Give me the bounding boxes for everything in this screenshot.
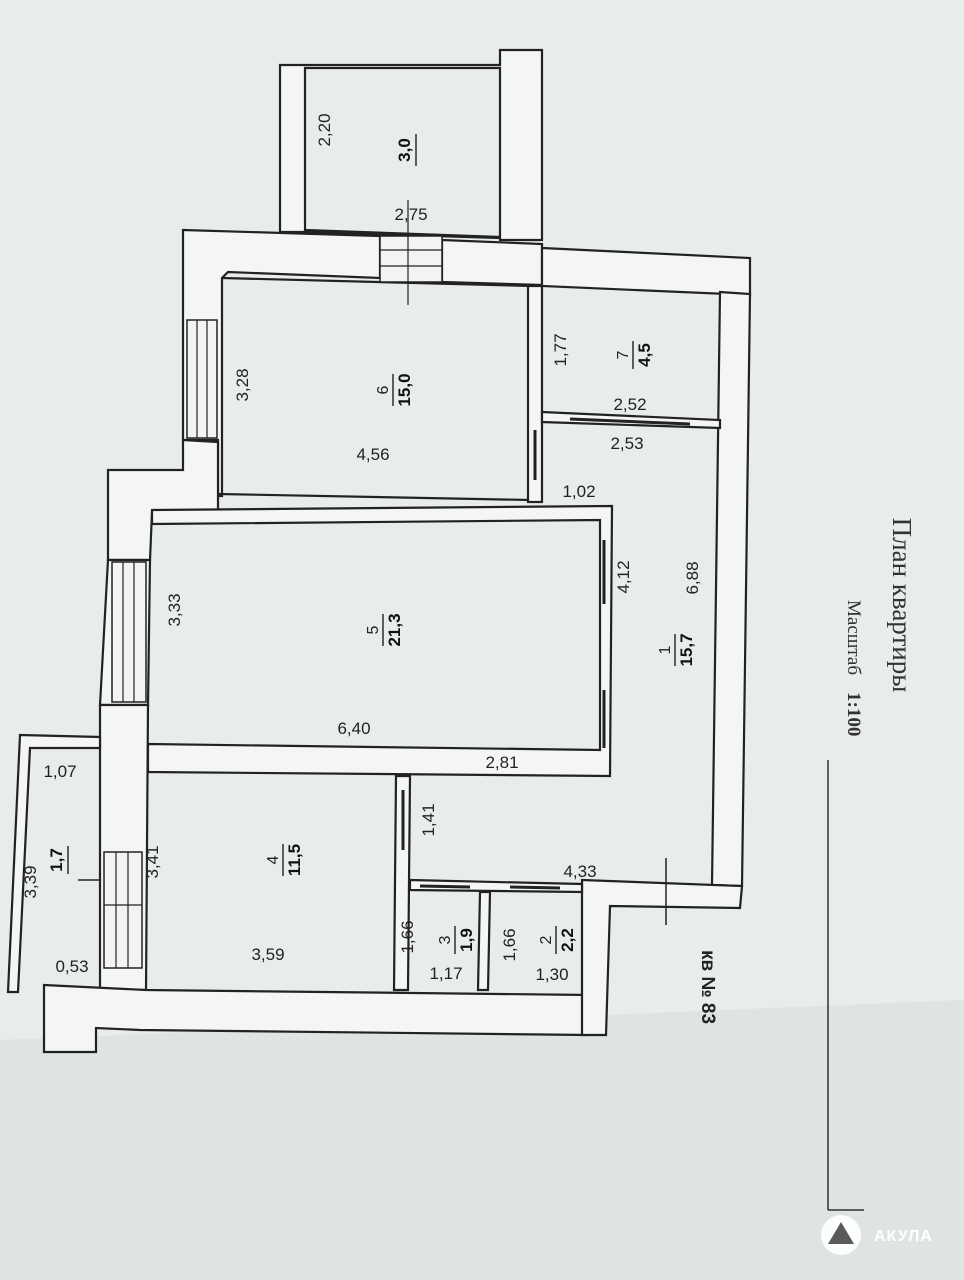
dim-3-33: 3,33 [165,593,184,626]
dim-1-17: 1,17 [429,964,462,983]
svg-text:1:100: 1:100 [843,692,864,736]
scale-label: Масштаб 1:100 [843,600,864,736]
dim-2-52: 2,52 [613,395,646,414]
dim-0-53: 0,53 [55,957,88,976]
svg-text:3: 3 [437,935,454,944]
dim-1-66-b: 1,66 [500,928,519,961]
window-room-6 [186,319,218,439]
watermark-akula: АКУЛА [821,1215,933,1255]
room-label-7: 7 4,5 [615,341,654,369]
dim-2-75: 2,75 [394,205,427,224]
svg-text:1: 1 [657,645,674,654]
svg-text:1,7: 1,7 [47,848,66,872]
svg-text:1,9: 1,9 [457,928,476,952]
window-room-4 [103,851,143,969]
svg-text:4: 4 [265,855,282,864]
dim-1-77: 1,77 [551,333,570,366]
room-label-3: 3 1,9 [437,926,476,954]
room-label-balcony-bottom: 1,7 [47,846,69,874]
svg-text:АКУЛА: АКУЛА [874,1228,933,1245]
svg-text:21,3: 21,3 [385,613,404,646]
dim-4-12: 4,12 [614,560,633,593]
dim-1-41: 1,41 [419,803,438,836]
dim-2-20: 2,20 [315,113,334,146]
svg-text:2,2: 2,2 [558,928,577,952]
room-label-balcony-top: 3,0 [395,134,417,166]
svg-text:11,5: 11,5 [285,844,304,876]
dim-1-30: 1,30 [535,965,568,984]
svg-text:5: 5 [365,625,382,634]
room-label-2: 2 2,2 [538,926,577,954]
dim-2-53: 2,53 [610,434,643,453]
svg-text:Масштаб: Масштаб [843,600,864,675]
dim-3-41: 3,41 [143,845,162,878]
window-room-5 [111,561,147,703]
svg-text:3,0: 3,0 [395,138,414,162]
dim-6-40: 6,40 [337,719,370,738]
apartment-number: кв № 83 [697,950,718,1024]
svg-text:15,7: 15,7 [677,633,696,666]
dim-3-28: 3,28 [233,368,252,401]
dim-3-59: 3,59 [251,945,284,964]
svg-text:15,0: 15,0 [395,373,414,406]
balcony-door-top [379,200,443,305]
svg-text:4,5: 4,5 [635,343,654,367]
dim-1-07: 1,07 [43,762,76,781]
room-label-1: 1 15,7 [657,633,696,666]
dim-4-33: 4,33 [563,862,596,881]
door-markers [401,417,691,890]
dim-6-88: 6,88 [683,561,702,594]
svg-text:7: 7 [615,350,632,359]
dim-2-81: 2,81 [485,753,518,772]
dim-3-39: 3,39 [21,865,40,898]
plan-title: План квартиры [887,518,917,693]
room-label-5: 5 21,3 [365,613,404,646]
outer-walls [42,228,752,1054]
dim-4-56: 4,56 [356,445,389,464]
balcony-top-walls [278,48,544,242]
dim-1-66-a: 1,66 [398,920,417,953]
paper-shadow [0,1000,964,1280]
dimension-labels: 2,20 2,75 1,77 3,28 2,52 2,53 4,56 1,02 … [21,113,702,984]
room-label-4: 4 11,5 [265,844,304,876]
interior-walls [146,276,722,992]
balcony-bottom-walls [6,733,102,994]
svg-text:6: 6 [375,385,392,394]
room-label-6: 6 15,0 [375,373,414,406]
svg-text:2: 2 [538,935,555,944]
dim-1-02: 1,02 [562,482,595,501]
